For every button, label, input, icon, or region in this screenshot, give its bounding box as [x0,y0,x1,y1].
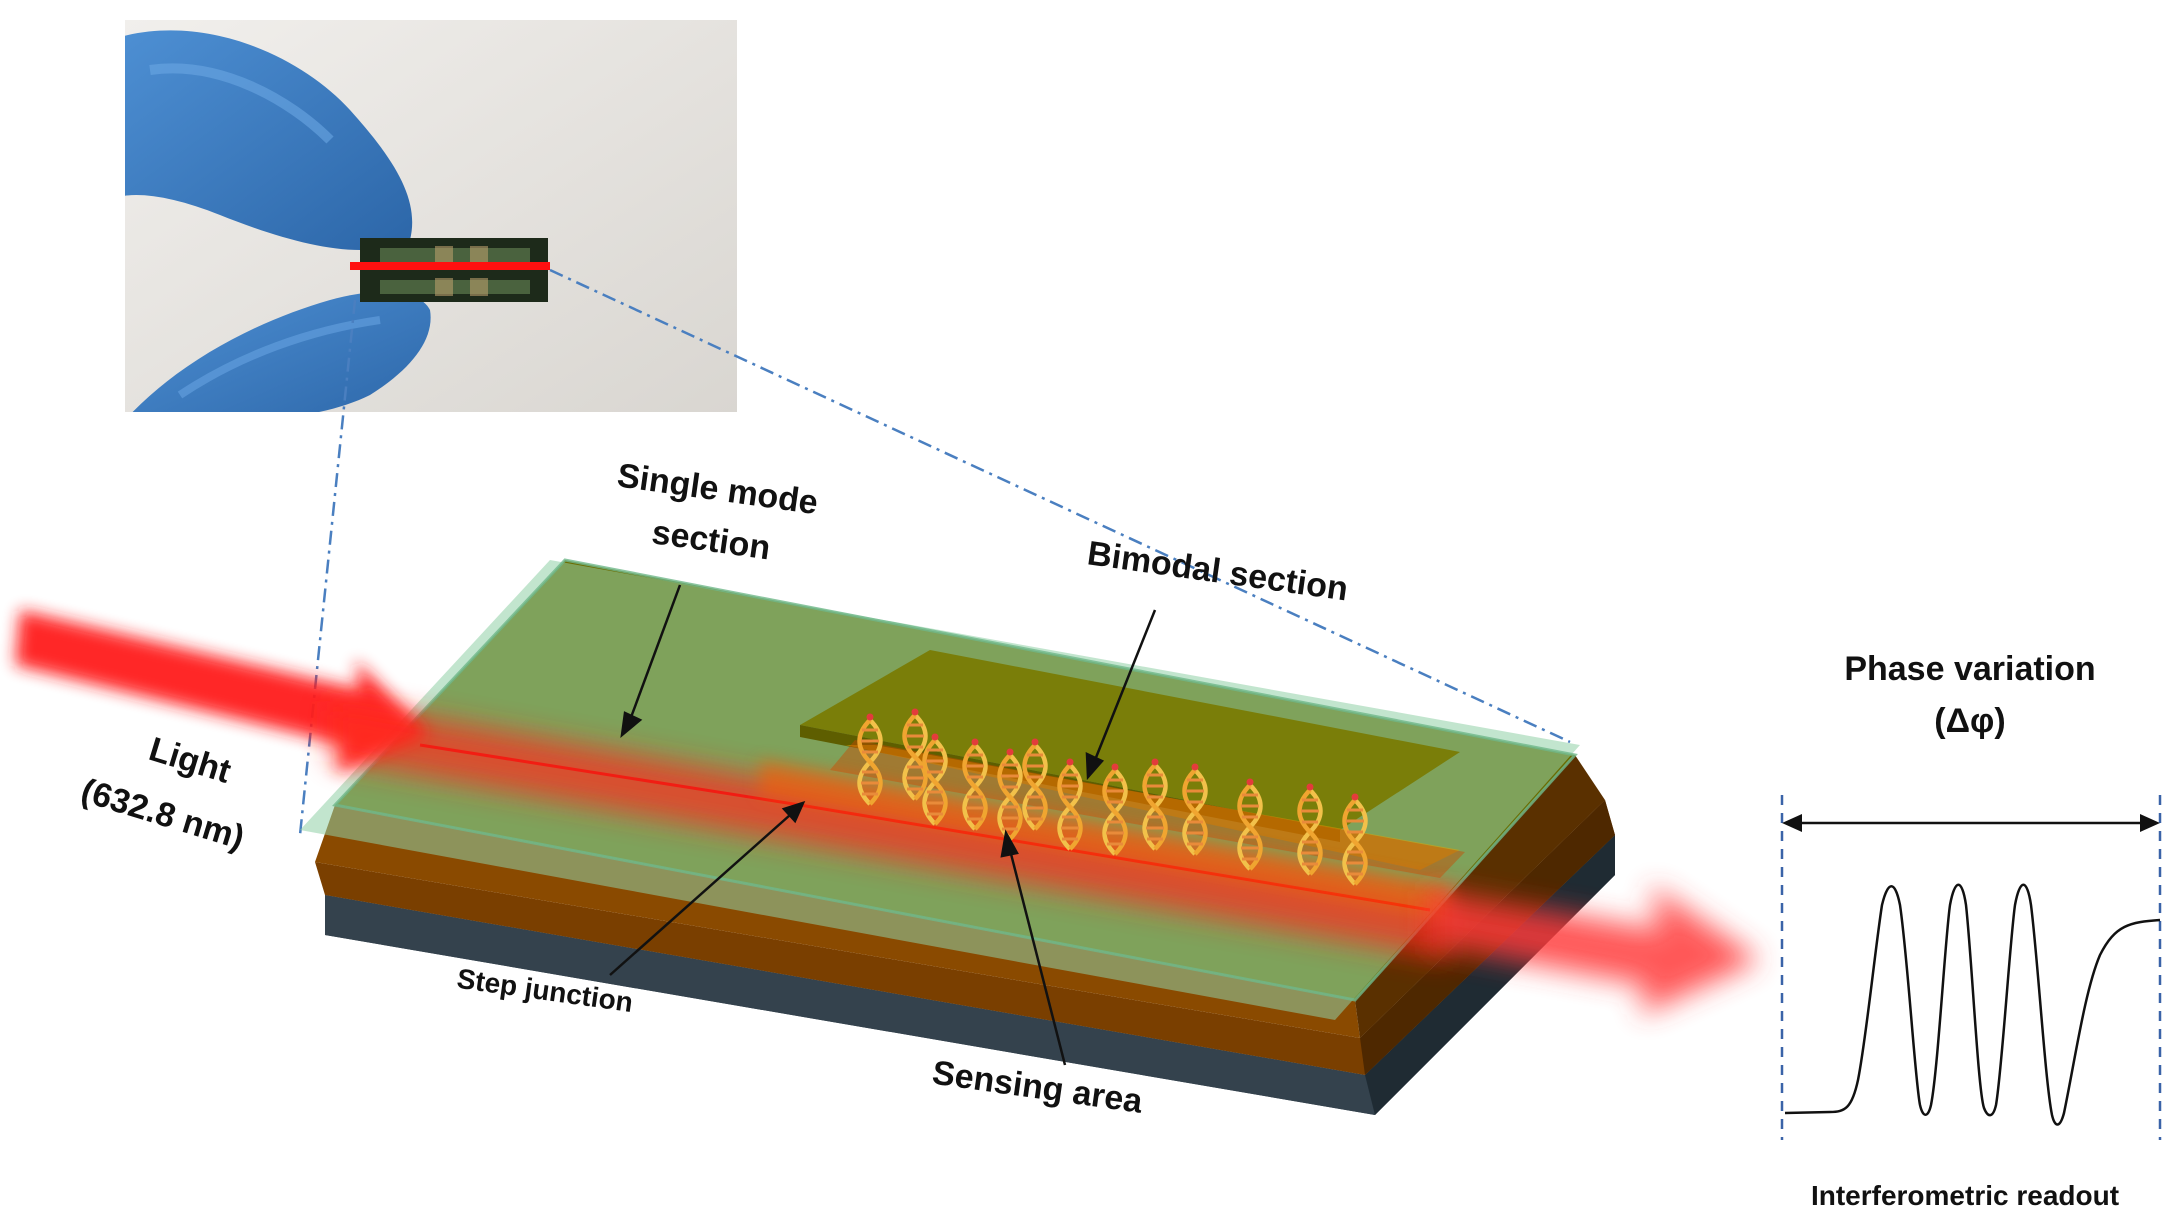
label-interferometric-readout: Interferometric readout [1811,1180,2119,1211]
laser-line-on-chip [350,262,550,270]
glove-finger-top [125,30,413,250]
laser-output-arrow [1430,885,1760,1015]
label-light-line1: Light [145,730,236,791]
readout-graph [1780,795,2162,1140]
label-phase-symbol: (Δφ) [1934,702,2005,740]
laser-input-arrow [15,610,430,772]
label-bimodal-section: Bimodal section [1085,534,1350,608]
interference-signal [1784,883,2161,1126]
bimodal-rib [800,650,1460,830]
label-phase-variation: Phase variation [1844,650,2095,688]
double-headed-arrow-icon [1782,814,2160,832]
label-single-mode-line1: Single mode [615,456,820,522]
oxide-layer [315,800,1615,1075]
chip-photo [125,20,737,412]
pointer-arrows [609,584,1157,1066]
label-single-mode-line2: section [650,513,773,567]
callout-lines [298,268,1571,836]
